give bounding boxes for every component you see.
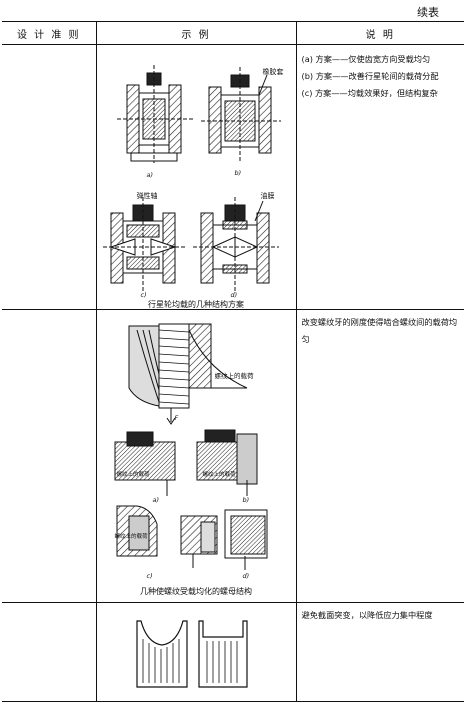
nut-thread-drawing-icon	[114, 323, 267, 570]
label-d: d)	[230, 291, 238, 299]
label-c: c)	[140, 291, 147, 299]
label-c: c)	[146, 572, 153, 580]
example-cell-3	[95, 602, 296, 702]
label-a: a)	[146, 171, 154, 179]
description-line: (b) 方案——改善行星轮间的载荷分配	[301, 71, 439, 81]
criterion-cell-2	[2, 309, 96, 603]
criterion-cell-1	[2, 44, 96, 310]
label-a: a)	[152, 496, 160, 504]
label-elastic-shaft: 弹性轴	[136, 192, 158, 200]
label-rubber-sleeve: 橡胶套	[262, 68, 284, 76]
caption-nut: 几种使螺纹受载均化的螺母结构	[140, 587, 252, 596]
description-line: (c) 方案——均载效果好，但结构复杂	[301, 88, 438, 98]
label-thread-load-4: 螺纹上的载荷	[114, 534, 148, 540]
label-force: F	[174, 414, 179, 422]
caption-planetary: 行星轮均载的几种结构方案	[148, 300, 244, 309]
description-cell-2: 改变螺纹牙的刚度使得啮合螺纹间的载荷均匀	[295, 309, 464, 603]
criterion-cell-3	[2, 603, 96, 702]
header-example: 示 例	[95, 21, 296, 45]
description-line: (a) 方案——仅使齿宽方向受载均匀	[301, 54, 431, 64]
description-cell-1: (a) 方案——仅使齿宽方向受载均匀 (b) 方案——改善行星轮间的载荷分配 (…	[295, 44, 464, 310]
label-thread-load-3: 螺纹上的载荷	[202, 472, 236, 478]
label-b: b)	[242, 496, 250, 504]
description-cell-3: 避免截面突变，以降低应力集中程度	[295, 602, 464, 702]
header-description: 说 明	[295, 21, 464, 45]
label-d: d)	[242, 572, 250, 580]
design-table: 设 计 准 则 示 例 说 明	[2, 21, 464, 702]
label-b: b)	[234, 169, 242, 177]
example-cell-2: 螺纹上的载荷 F 螺纹上的载荷 螺纹上的载荷 螺纹上的载荷 a) b) c) d…	[95, 309, 296, 603]
label-oil-film: 油膜	[260, 192, 275, 200]
label-thread-load-2: 螺纹上的载荷	[116, 472, 150, 478]
section-drawing-icon	[135, 620, 248, 688]
description-text: 避免截面突变，以降低应力集中程度	[301, 610, 433, 620]
planetary-gear-drawing-icon	[102, 65, 281, 291]
example-cell-1: 橡胶套 弹性轴 油膜 a) b) c) d) 行星轮均载的几种结构方案	[95, 44, 296, 310]
continued-label: 续表	[417, 6, 439, 19]
header-criterion: 设 计 准 则	[2, 21, 96, 45]
label-thread-load-1: 螺纹上的载荷	[214, 372, 254, 380]
description-text: 改变螺纹牙的刚度使得啮合螺纹间的载荷均匀	[301, 317, 458, 344]
